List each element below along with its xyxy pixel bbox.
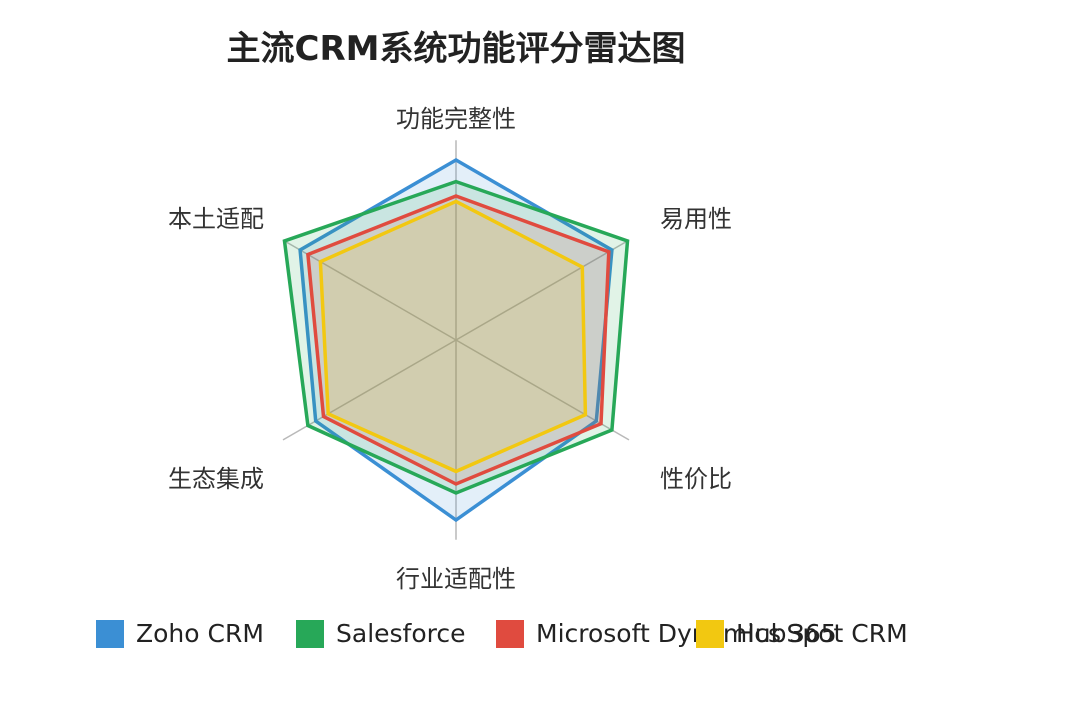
legend-swatch-1[interactable]	[96, 620, 124, 648]
axis-label-3: 性价比	[660, 465, 732, 493]
radar-grid	[282, 140, 630, 540]
legend-label-2[interactable]: Salesforce	[336, 619, 466, 648]
radar-series-4	[318, 199, 588, 474]
radar-spoke	[282, 339, 457, 441]
axis-label-6: 本土适配	[168, 205, 264, 233]
radar-spoke	[282, 239, 457, 341]
axis-label-1: 功能完整性	[396, 105, 516, 133]
legend[interactable]: Zoho CRM Salesforce Microsoft Dynamics 365…	[96, 619, 908, 648]
legend-label-3[interactable]: Microsoft Dynamics 365	[536, 619, 837, 648]
legend-label-4[interactable]: HubSpot CRM	[736, 619, 908, 648]
legend-swatch-2[interactable]	[296, 620, 324, 648]
legend-label-1[interactable]: Zoho CRM	[136, 619, 264, 648]
axis-label-4: 行业适配性	[396, 565, 516, 593]
radar-series-group	[282, 157, 630, 523]
legend-swatch-3[interactable]	[496, 620, 524, 648]
axis-label-2: 易用性	[660, 205, 732, 233]
axis-label-5: 生态集成	[168, 465, 264, 493]
chart-title: 主流CRM系统功能评分雷达图	[227, 29, 686, 69]
radar-spoke	[455, 239, 630, 341]
legend-swatch-4[interactable]	[696, 620, 724, 648]
radar-series-1	[298, 157, 614, 523]
radar-series-2	[282, 179, 630, 495]
radar-series-3	[306, 194, 611, 486]
